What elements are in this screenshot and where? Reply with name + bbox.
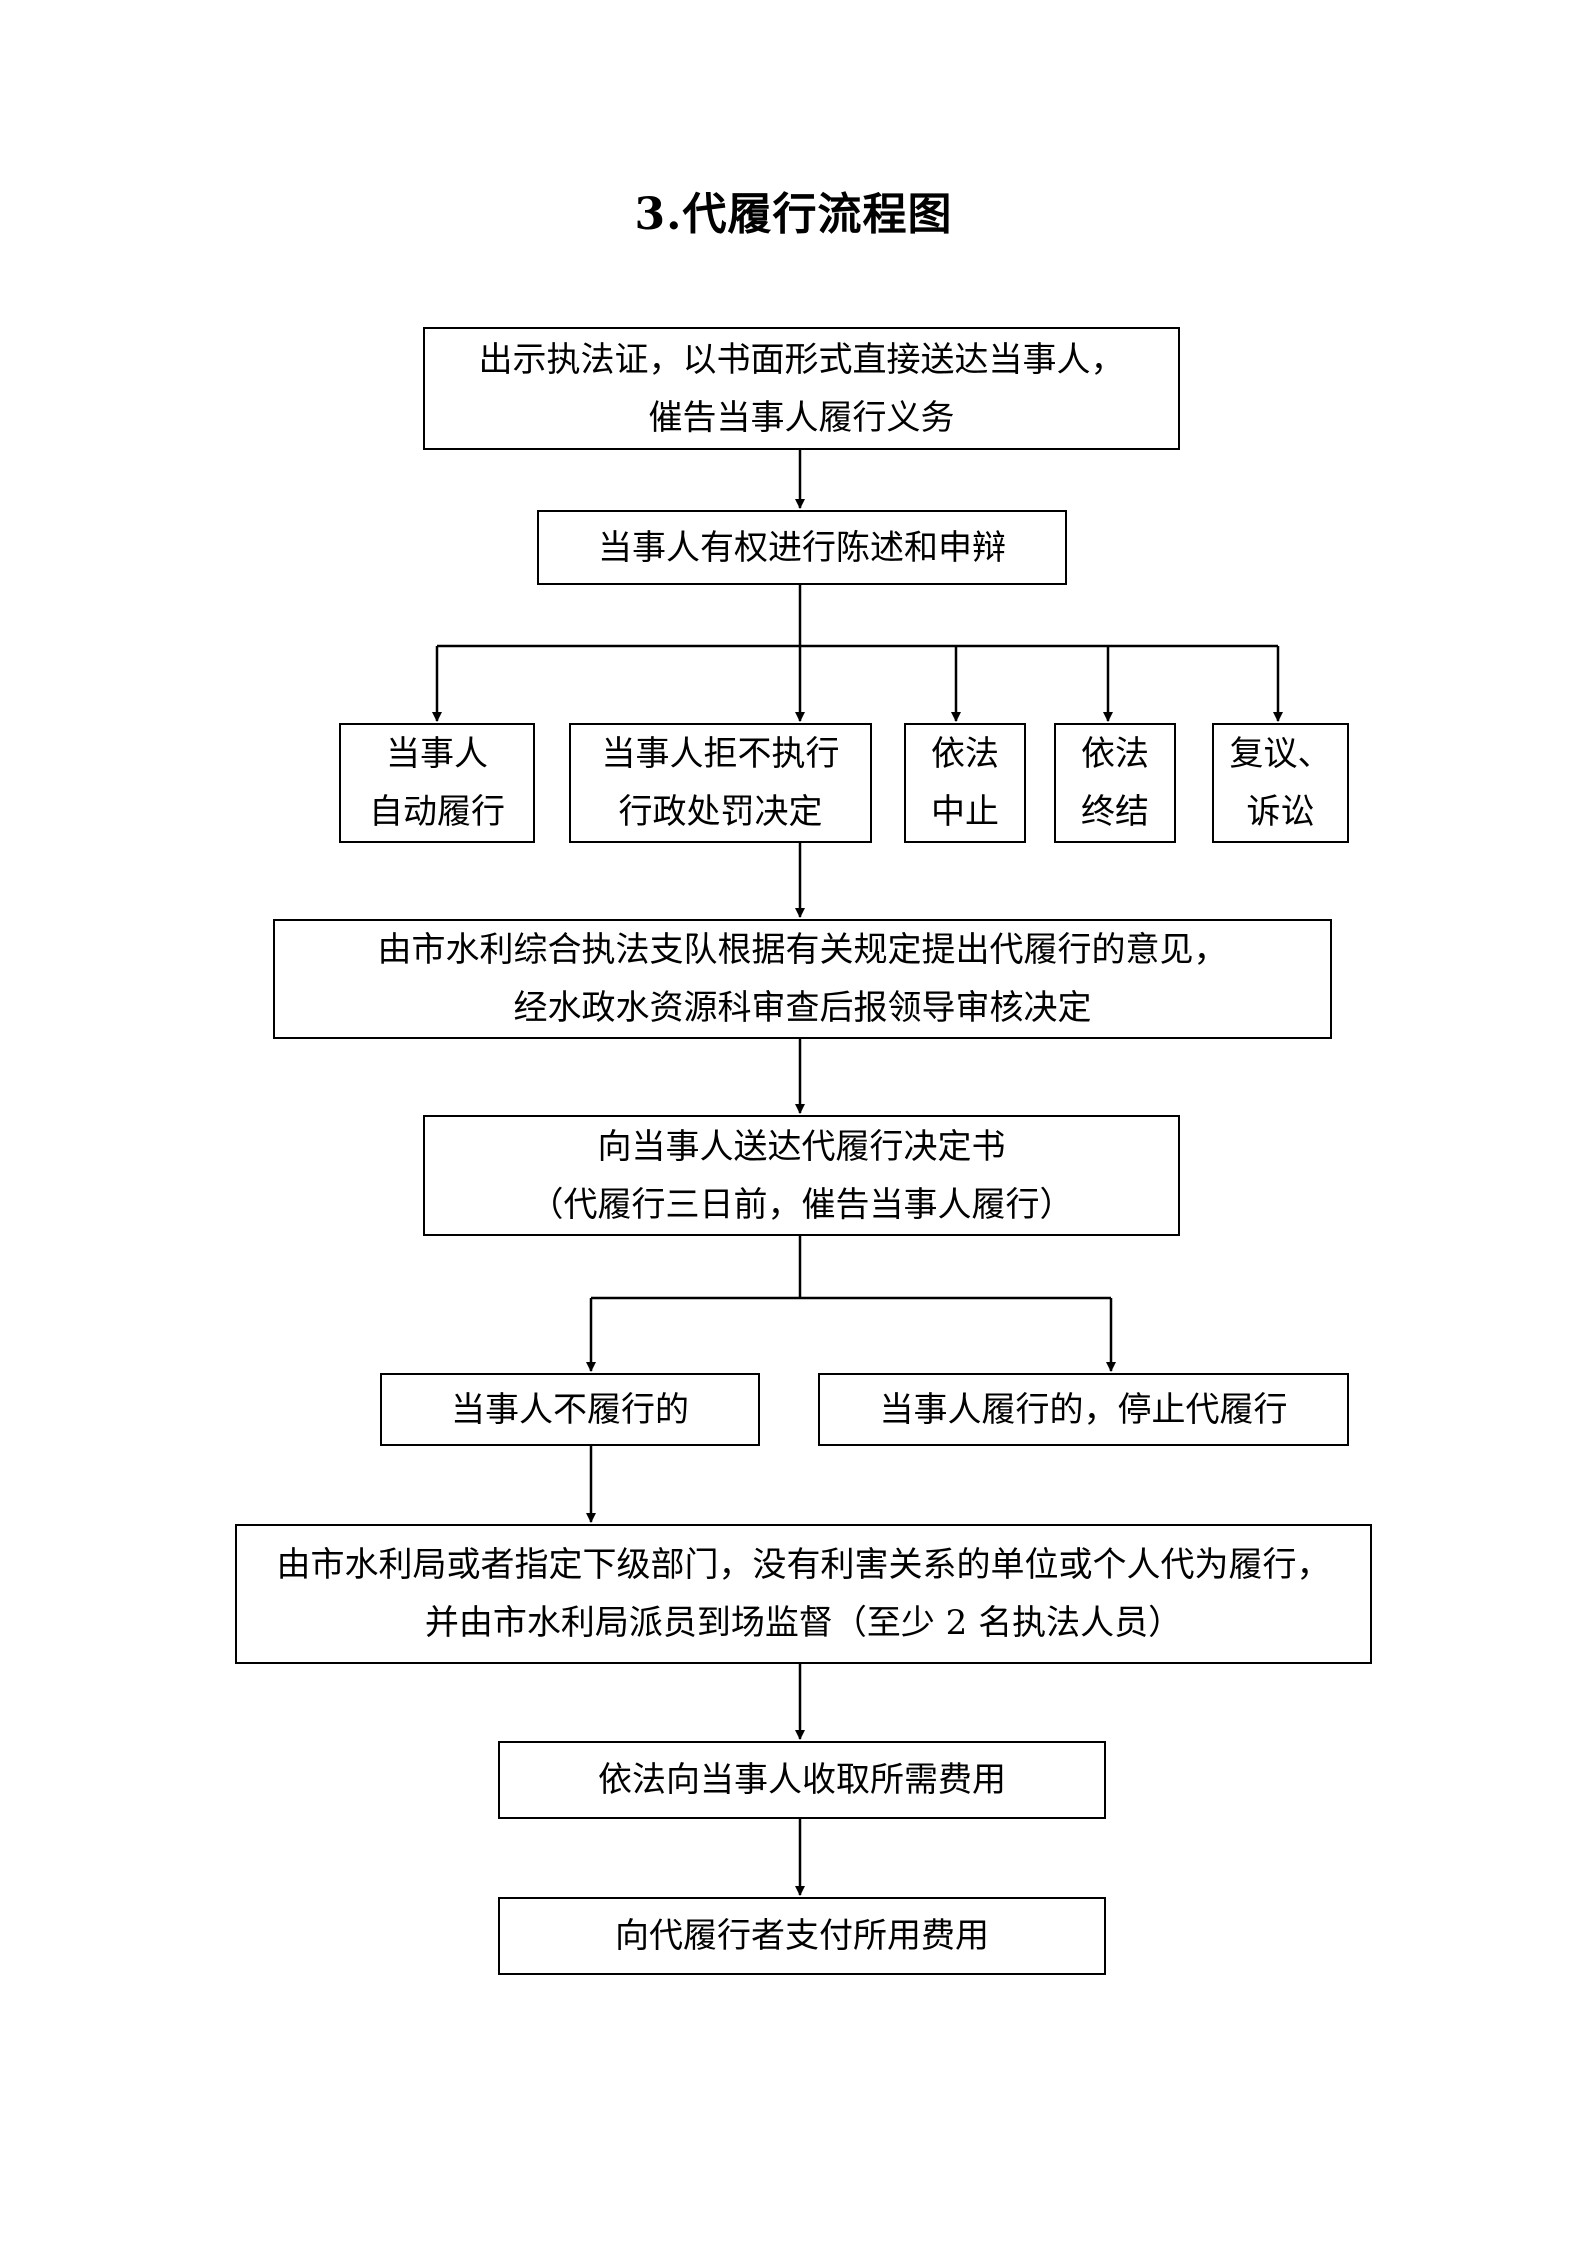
step-propose-opinion: 由市水利综合执法支队根据有关规定提出代履行的意见， 经水政水资源科审查后报领导审… xyxy=(273,919,1332,1039)
box-line: 向代履行者支付所用费用 xyxy=(615,1916,989,1956)
box-line: 诉讼 xyxy=(1246,792,1315,832)
case-performed-stop: 当事人履行的，停止代履行 xyxy=(818,1373,1349,1446)
box-line: 当事人 xyxy=(386,734,488,774)
box-line: 催告当事人履行义务 xyxy=(648,397,955,438)
box-line: 经水政水资源科审查后报领导审核决定 xyxy=(513,988,1092,1028)
case-not-performed: 当事人不履行的 xyxy=(380,1373,760,1446)
box-line: 复议、 xyxy=(1229,734,1332,774)
box-line: 由市水利综合执法支队根据有关规定提出代履行的意见， xyxy=(377,930,1228,970)
box-line: 当事人拒不执行 xyxy=(601,734,840,774)
box-line: 依法 xyxy=(1081,734,1149,774)
step-collect-fees: 依法向当事人收取所需费用 xyxy=(498,1741,1106,1819)
branch-self-perform: 当事人 自动履行 xyxy=(339,723,535,843)
box-line: 自动履行 xyxy=(369,792,505,832)
box-line: 当事人有权进行陈述和申辩 xyxy=(598,527,1006,568)
step-deliver-decision: 向当事人送达代履行决定书 （代履行三日前，催告当事人履行） xyxy=(423,1115,1180,1236)
box-line: 中止 xyxy=(931,792,999,832)
box-line: 当事人履行的，停止代履行 xyxy=(879,1389,1288,1430)
box-line: 依法向当事人收取所需费用 xyxy=(598,1760,1006,1800)
step-statement-defense: 当事人有权进行陈述和申辩 xyxy=(537,510,1067,585)
step-pay-performer: 向代履行者支付所用费用 xyxy=(498,1897,1106,1975)
box-line: （代履行三日前，催告当事人履行） xyxy=(529,1184,1074,1225)
step-show-certificate: 出示执法证，以书面形式直接送达当事人， 催告当事人履行义务 xyxy=(423,327,1180,450)
box-line: 出示执法证，以书面形式直接送达当事人， xyxy=(478,339,1125,380)
box-line: 当事人不履行的 xyxy=(451,1389,689,1430)
box-line: 并由市水利局派员到场监督（至少 2 名执法人员） xyxy=(424,1603,1183,1643)
box-line: 依法 xyxy=(931,734,999,774)
box-line: 行政处罚决定 xyxy=(618,792,823,832)
branch-refuse: 当事人拒不执行 行政处罚决定 xyxy=(569,723,872,843)
box-line: 由市水利局或者指定下级部门，没有利害关系的单位或个人代为履行， xyxy=(276,1545,1331,1585)
branch-suspend: 依法 中止 xyxy=(904,723,1026,843)
branch-review-litigation: 复议、 诉讼 xyxy=(1212,723,1349,843)
box-line: 向当事人送达代履行决定书 xyxy=(597,1126,1006,1167)
step-substitute-performance: 由市水利局或者指定下级部门，没有利害关系的单位或个人代为履行， 并由市水利局派员… xyxy=(235,1524,1372,1664)
box-line: 终结 xyxy=(1081,792,1149,832)
branch-terminate: 依法 终结 xyxy=(1054,723,1176,843)
page-title: 3.代履行流程图 xyxy=(634,189,953,240)
